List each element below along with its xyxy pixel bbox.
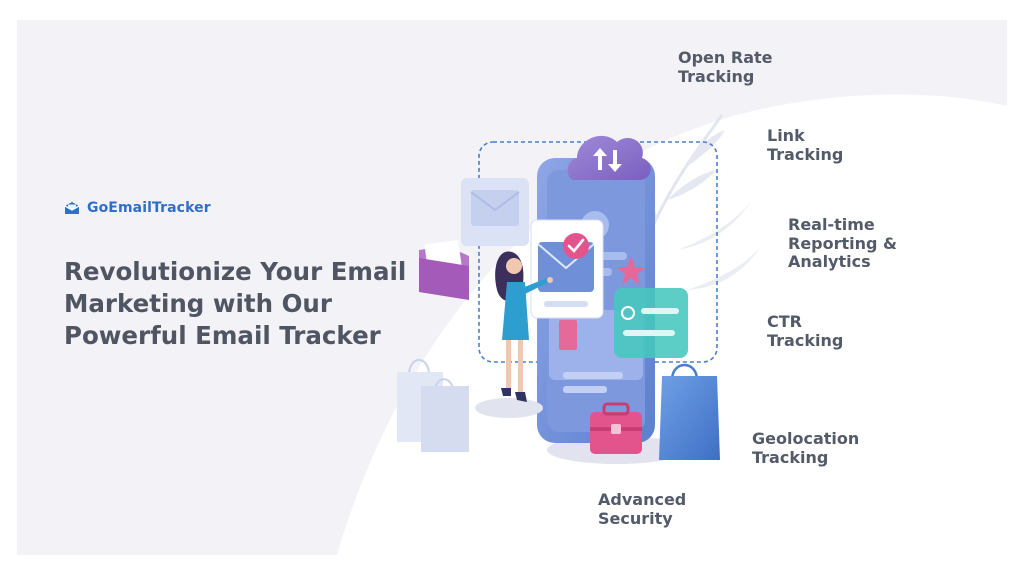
feature-label-line: Real-time [788,215,875,234]
feature-label-line: Advanced [598,490,687,509]
star-icon [616,256,646,285]
feature-label-line: Tracking [752,447,829,467]
envelope-card-left [461,178,529,246]
feature-open-rate-tracking: Open Rate Tracking [678,48,773,86]
toggle-card-icon [614,288,688,358]
feature-geolocation-tracking: Geolocation Tracking [752,429,860,467]
headline-line-2: Marketing with Our [64,289,332,318]
brand-name: GoEmailTracker [87,200,211,216]
feature-label-line: Open Rate [678,48,773,67]
woman-figure [475,251,553,418]
shopping-bag-icon [397,359,469,452]
feature-real-time-reporting: Real-time Reporting & Analytics [788,215,898,272]
feature-label-line: Tracking [767,330,844,350]
feature-label-line: Security [598,508,673,528]
feature-label-line: Geolocation [752,429,860,448]
envelope-logo-icon [64,202,80,214]
feature-label-line: Tracking [678,66,755,86]
cloud-sync-icon [567,135,651,180]
shopping-bag-right-icon [659,363,720,460]
check-badge-icon [563,233,589,259]
feature-label-line: Analytics [788,252,871,271]
briefcase-icon [590,402,642,454]
illustration [337,94,1007,555]
feature-label-line: Reporting & [788,233,898,253]
feature-label-line: Link [767,126,805,145]
feature-advanced-security: Advanced Security [598,490,687,528]
feature-link-tracking: Link Tracking [767,126,844,164]
feature-label-line: CTR [767,312,802,331]
headline: Revolutionize Your Email Marketing with … [64,256,444,352]
headline-line-3: Powerful Email Tracker [64,321,381,350]
email-card-icon [530,219,604,319]
brand: GoEmailTracker [64,200,211,216]
slide: GoEmailTracker Revolutionize Your Email … [17,20,1007,555]
folder-icon [419,240,469,300]
headline-line-1: Revolutionize Your Email [64,257,407,286]
feature-label-line: Tracking [767,144,844,164]
feature-ctr-tracking: CTR Tracking [767,312,844,350]
